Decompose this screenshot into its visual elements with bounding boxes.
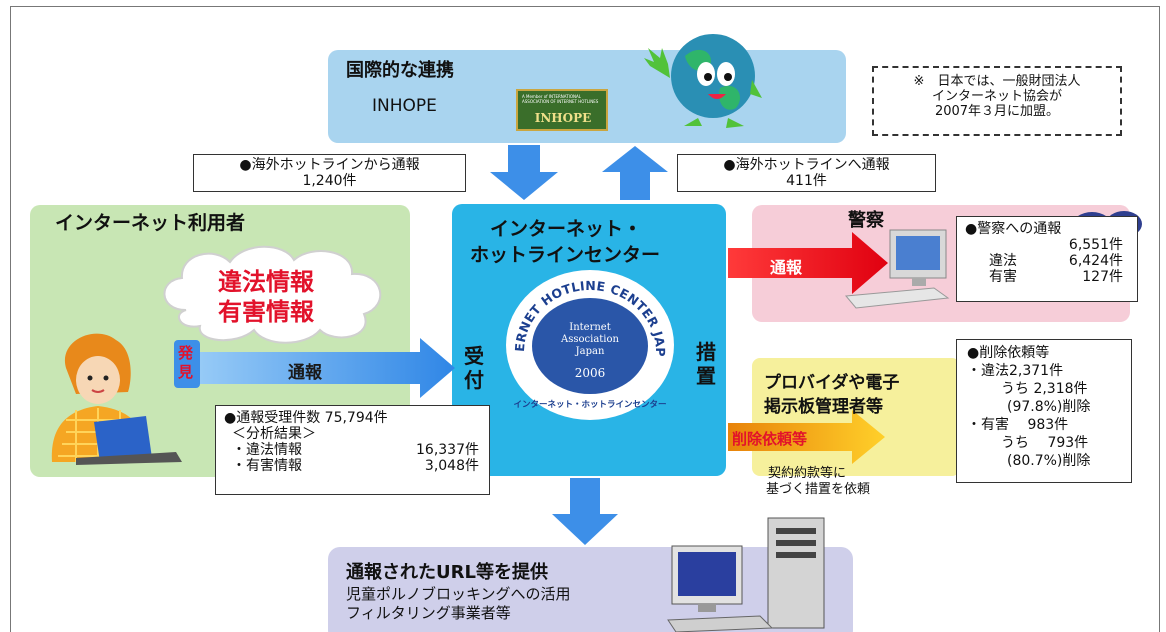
stats-illegal-label: ・違法情報 bbox=[232, 442, 302, 458]
arrow-center-to-provide bbox=[552, 478, 618, 545]
discover-char-1: 発 bbox=[178, 344, 194, 362]
cloud-line-harmful: 有害情報 bbox=[218, 298, 314, 326]
provider-note-line-1: 契約約款等に bbox=[768, 466, 847, 481]
inhope-logo: A Member of INTERNATIONAL ASSOCIATION OF… bbox=[516, 89, 608, 131]
url-provide-text: 児童ポルノブロッキングへの活用 フィルタリング事業者等 bbox=[346, 585, 571, 623]
police-report-box: ●警察への通報 6,551件 違法 6,424件 有害 127件 bbox=[956, 216, 1138, 302]
measure-char-1: 措 bbox=[696, 340, 716, 364]
arrow-users-to-center bbox=[178, 338, 455, 398]
internet-users-title: インターネット利用者 bbox=[55, 212, 246, 234]
overseas-outgoing-count: 411件 bbox=[786, 173, 827, 189]
stats-analysis-heading: ＜分析結果＞ bbox=[232, 426, 316, 442]
receive-char-2: 付 bbox=[464, 368, 484, 392]
overseas-incoming-count: 1,240件 bbox=[302, 173, 357, 189]
discover-badge bbox=[174, 340, 200, 388]
desktop-computer-icon bbox=[667, 517, 825, 632]
inhope-membership-note: ※ 日本では、一般財団法人 インターネット協会が 2007年３月に加盟。 bbox=[872, 66, 1122, 136]
provider-title-line-1: プロバイダや電子 bbox=[764, 373, 900, 393]
provider-measure-note: 契約約款等に 基づく措置を依頼 bbox=[766, 466, 870, 498]
seal-bottom-text: インターネット・ホットラインセンター bbox=[513, 400, 667, 410]
globe-mascot-icon bbox=[644, 34, 762, 128]
center-title-line-2: ホットラインセンター bbox=[470, 244, 661, 266]
measure-char-2: 置 bbox=[696, 364, 716, 388]
police-report-label: 通報 bbox=[770, 258, 803, 277]
outer-frame bbox=[10, 6, 1160, 632]
seal-inner-line-2: Association bbox=[561, 334, 619, 345]
arrow-down-from-overseas bbox=[490, 145, 558, 200]
url-provide-title: 通報されたURL等を提供 bbox=[346, 562, 548, 583]
seal-inner-text: Internet Association Japan bbox=[532, 322, 648, 358]
deletion-request-label: 削除依頼等 bbox=[732, 430, 808, 448]
overseas-outgoing-box: ●海外ホットラインへ通報 411件 bbox=[677, 154, 936, 192]
deletion-harmful-deleted: うち 793件 bbox=[1001, 435, 1089, 451]
discover-char-2: 見 bbox=[178, 363, 194, 381]
police-illegal-label: 違法 bbox=[989, 253, 1017, 269]
url-provide-line-1: 児童ポルノブロッキングへの活用 bbox=[346, 585, 571, 603]
deletion-title: ●削除依頼等 bbox=[967, 345, 1050, 361]
report-stats-box: ●通報受理件数 75,794件 ＜分析結果＞ ・違法情報 16,337件 ・有害情… bbox=[215, 405, 490, 495]
international-title: 国際的な連携 bbox=[346, 60, 454, 81]
receive-label: 受 付 bbox=[464, 344, 484, 392]
arrow-center-to-police bbox=[728, 232, 888, 294]
deletion-illegal-deleted: うち 2,318件 bbox=[1001, 381, 1088, 397]
note-line-2: インターネット協会が bbox=[931, 89, 1062, 104]
inhope-name: INHOPE bbox=[372, 96, 437, 116]
seal-year: 2006 bbox=[574, 366, 606, 380]
cloud-line-illegal: 違法情報 bbox=[218, 268, 314, 296]
overseas-incoming-label: ●海外ホットラインから通報 bbox=[239, 157, 420, 173]
note-symbol: ※ bbox=[913, 74, 925, 89]
seal-inner-line-3: Japan bbox=[575, 346, 605, 357]
receive-char-1: 受 bbox=[464, 344, 484, 368]
inhope-logo-text: INHOPE bbox=[534, 111, 592, 125]
stats-total: ●通報受理件数 75,794件 bbox=[224, 410, 388, 426]
note-line-1: 日本では、一般財団法人 bbox=[937, 74, 1081, 89]
stats-illegal-value: 16,337件 bbox=[416, 442, 479, 458]
police-computer-icon bbox=[845, 229, 950, 309]
police-harmful-label: 有害 bbox=[989, 269, 1017, 285]
url-provide-panel bbox=[328, 547, 853, 632]
police-total: 6,551件 bbox=[1068, 237, 1123, 253]
deletion-illegal-count: ・違法2,371件 bbox=[967, 363, 1064, 379]
seal-inner-globe bbox=[532, 298, 648, 394]
police-title: 警察 bbox=[848, 210, 884, 231]
center-title-line-1: インターネット・ bbox=[490, 218, 643, 240]
stats-harmful-label: ・有害情報 bbox=[232, 458, 302, 474]
measure-label: 措 置 bbox=[696, 340, 716, 388]
police-harmful-value: 127件 bbox=[1082, 269, 1123, 285]
discover-label: 発 見 bbox=[178, 344, 193, 382]
note-line-3: 2007年３月に加盟。 bbox=[934, 104, 1060, 119]
deletion-harmful-count: ・有害 983件 bbox=[967, 417, 1069, 433]
police-illegal-value: 6,424件 bbox=[1068, 253, 1123, 269]
user-with-laptop-icon bbox=[51, 333, 182, 465]
inhope-logo-small-text: A Member of INTERNATIONAL ASSOCIATION OF… bbox=[522, 94, 599, 104]
overseas-outgoing-label: ●海外ホットラインへ通報 bbox=[723, 157, 890, 173]
cloud-shape bbox=[163, 245, 382, 344]
provider-note-line-2: 基づく措置を依頼 bbox=[766, 482, 871, 497]
police-box-title: ●警察への通報 bbox=[965, 221, 1062, 237]
arrow-up-to-overseas bbox=[602, 146, 668, 200]
overseas-incoming-box: ●海外ホットラインから通報 1,240件 bbox=[193, 154, 466, 192]
stats-harmful-value: 3,048件 bbox=[424, 458, 479, 474]
provider-title-line-2: 掲示板管理者等 bbox=[764, 397, 883, 417]
deletion-request-box: ●削除依頼等 ・違法2,371件 うち 2,318件 (97.8%)削除 ・有害… bbox=[956, 339, 1132, 483]
deletion-harmful-rate: (80.7%)削除 bbox=[1007, 453, 1091, 469]
url-provide-line-2: フィルタリング事業者等 bbox=[346, 604, 511, 622]
seal-inner-line-1: Internet bbox=[569, 322, 611, 333]
users-report-label: 通報 bbox=[288, 363, 322, 383]
arrow-center-to-provider bbox=[728, 410, 885, 464]
deletion-illegal-rate: (97.8%)削除 bbox=[1007, 399, 1091, 415]
